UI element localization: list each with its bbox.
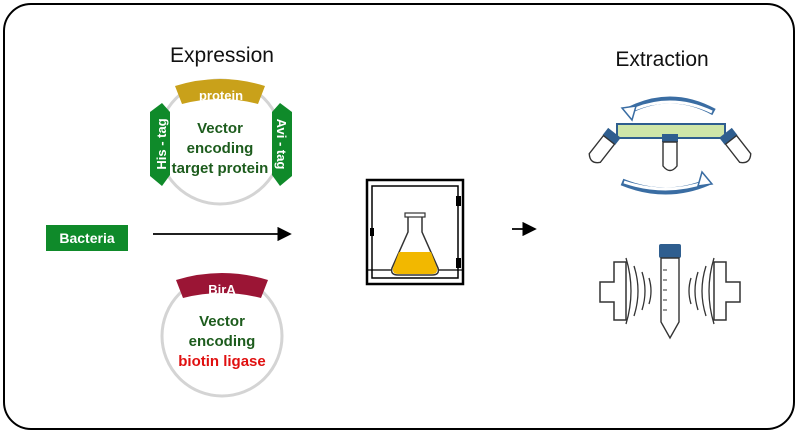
his-tag-label: His - tag xyxy=(154,118,169,169)
his-tag-segment xyxy=(150,103,170,186)
ligase-vector-line3: biotin ligase xyxy=(178,353,266,370)
protein-tag-label: protein xyxy=(199,88,243,103)
avi-tag-label: Avi - tag xyxy=(274,119,289,170)
ligase-vector-line1: Vector xyxy=(199,313,245,330)
tube-cap xyxy=(659,244,681,258)
bacteria-box xyxy=(46,225,128,251)
sonicator-icon xyxy=(599,244,741,340)
ligase-vector-line2: encoding xyxy=(189,333,256,350)
target-protein-plasmid: protein His - tag Avi - tag Vector encod… xyxy=(150,78,292,206)
target-vector-line3: target protein xyxy=(172,160,269,177)
bacteria-label: Bacteria xyxy=(59,230,114,246)
protein-tag-segment xyxy=(175,79,265,104)
centrifuge-icon xyxy=(588,96,752,195)
expression-heading: Expression xyxy=(170,44,274,67)
birA-tag-segment xyxy=(176,273,268,298)
flask-icon xyxy=(390,212,440,276)
target-vector-line2: encoding xyxy=(187,140,254,157)
biotin-ligase-plasmid: BirA Vector encoding biotin ligase xyxy=(160,273,284,398)
diagram-frame xyxy=(3,3,795,430)
birA-tag-label: BirA xyxy=(208,282,236,297)
incubator-icon xyxy=(365,178,465,286)
avi-tag-segment xyxy=(272,103,292,186)
extraction-heading: Extraction xyxy=(615,48,708,71)
target-vector-line1: Vector xyxy=(197,120,243,137)
